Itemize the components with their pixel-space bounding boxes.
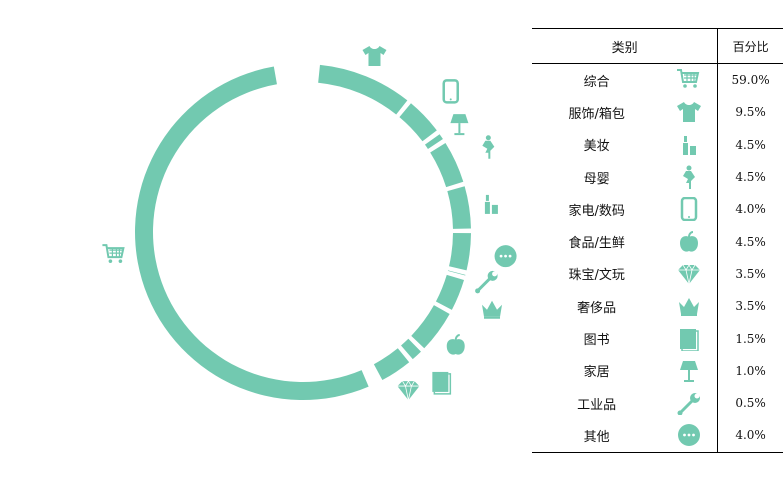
category-label: 奢侈品 xyxy=(577,300,617,316)
table-row: 家电/数码 4.0% xyxy=(532,193,783,226)
percent-value: 4.0% xyxy=(717,419,783,453)
more-icon xyxy=(494,245,517,268)
percent-value: 0.5% xyxy=(717,386,783,420)
ring-segment-10 xyxy=(373,348,410,381)
percent-value: 1.0% xyxy=(717,354,783,387)
lipstick-icon xyxy=(484,194,498,214)
table-row: 服饰/箱包 9.5% xyxy=(532,96,783,129)
category-label: 家居 xyxy=(583,365,610,381)
table-row: 珠宝/文玩 3.5% xyxy=(532,257,783,291)
percent-value: 4.5% xyxy=(717,160,783,194)
pregnant-icon xyxy=(683,165,696,190)
percent-value: 9.5% xyxy=(717,96,783,129)
category-label: 珠宝/文玩 xyxy=(568,268,625,284)
apple-icon xyxy=(445,334,466,356)
lamp-icon xyxy=(450,114,469,136)
table-row: 食品/生鲜 4.5% xyxy=(532,225,783,258)
table-row: 美妆 4.5% xyxy=(532,128,783,161)
percent-value: 59.0% xyxy=(717,63,783,97)
category-label: 食品/生鲜 xyxy=(568,236,625,252)
ring-segment-8 xyxy=(411,305,450,349)
more-icon xyxy=(678,424,701,447)
cart-icon xyxy=(676,69,700,89)
table-row: 母婴 4.5% xyxy=(532,160,783,194)
category-label: 工业品 xyxy=(577,397,617,413)
category-label: 母婴 xyxy=(583,171,610,187)
ring-segment-11 xyxy=(134,66,369,400)
diamond-icon xyxy=(677,264,701,285)
ring-segment-1 xyxy=(399,103,437,142)
table-row: 图书 1.5% xyxy=(532,322,783,355)
header-category: 类别 xyxy=(532,28,718,64)
wrench-icon xyxy=(676,391,702,416)
crown-icon xyxy=(482,300,503,319)
cart-icon xyxy=(101,244,125,264)
percent-value: 4.5% xyxy=(717,225,783,258)
table-row: 综合 59.0% xyxy=(532,63,783,97)
phone-icon xyxy=(442,79,459,104)
category-label: 美妆 xyxy=(583,139,610,155)
wrench-icon xyxy=(473,269,500,295)
category-label: 服饰/箱包 xyxy=(568,106,625,122)
ring-segment-4 xyxy=(447,186,471,229)
percent-value: 3.5% xyxy=(717,257,783,291)
apple-icon xyxy=(679,230,700,253)
diamond-icon xyxy=(397,380,420,401)
ring-segment-6 xyxy=(447,270,466,276)
pregnant-icon xyxy=(482,135,495,159)
header-percent: 百分比 xyxy=(717,28,783,64)
table-row: 工业品 0.5% xyxy=(532,386,783,420)
table-row: 其他 4.0% xyxy=(532,419,783,453)
ring-segment-2 xyxy=(424,134,443,149)
category-label: 图书 xyxy=(583,333,610,349)
tshirt-icon xyxy=(677,102,702,123)
ring-segment-0 xyxy=(318,64,408,115)
books-icon xyxy=(431,371,452,395)
ring-chart xyxy=(101,45,517,401)
ring-segment-7 xyxy=(435,274,464,310)
percent-value: 4.5% xyxy=(717,128,783,161)
category-label: 综合 xyxy=(583,74,610,90)
category-table: 类别 百分比 综合 59.0%服饰/箱包 9.5%美妆 4.5%母婴 4.5%家… xyxy=(532,28,783,453)
lamp-icon xyxy=(680,360,699,382)
category-label: 其他 xyxy=(532,419,662,453)
phone-icon xyxy=(680,197,698,222)
percent-value: 4.0% xyxy=(717,193,783,226)
ring-segment-9 xyxy=(401,338,421,360)
percent-value: 3.5% xyxy=(717,290,783,323)
percent-value: 1.5% xyxy=(717,322,783,355)
category-label: 家电/数码 xyxy=(568,203,625,219)
lipstick-icon xyxy=(683,135,697,155)
table-row: 奢侈品 3.5% xyxy=(532,290,783,323)
tshirt-icon xyxy=(362,45,387,66)
ring-segment-3 xyxy=(430,142,464,188)
books-icon xyxy=(679,327,699,351)
table-row: 家居 1.0% xyxy=(532,354,783,387)
ring-segment-5 xyxy=(449,233,471,271)
crown-icon xyxy=(679,298,700,317)
